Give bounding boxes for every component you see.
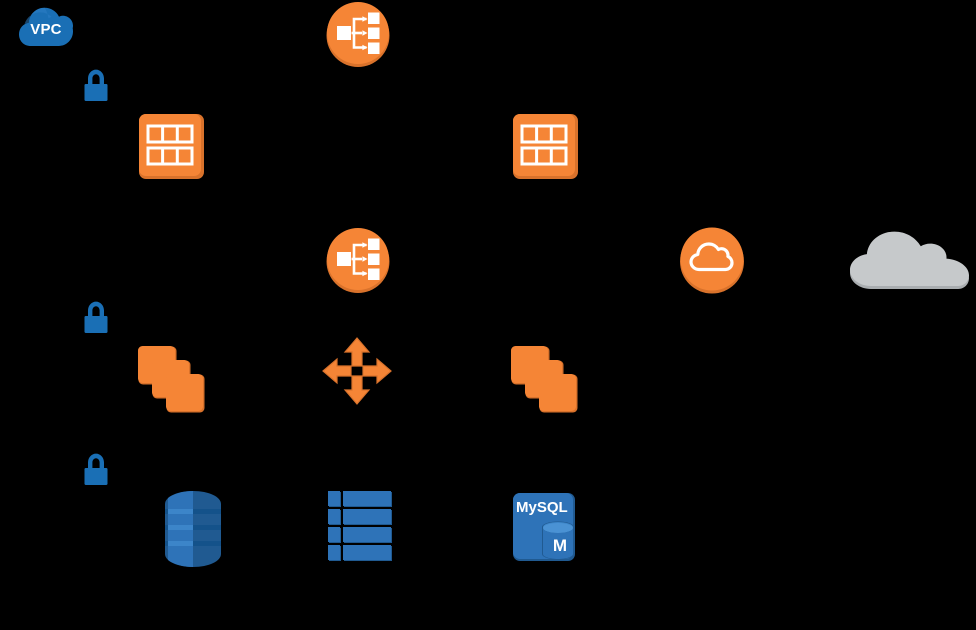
elastic-load-balancer-icon[interactable] (324, 0, 392, 68)
vpc-cloud-icon[interactable]: VPC (18, 2, 74, 50)
vpc-label: VPC (30, 20, 62, 38)
auto-scaling-icon[interactable] (321, 336, 393, 406)
padlock-icon[interactable] (78, 450, 114, 490)
dynamodb-table-icon[interactable] (326, 489, 394, 569)
ec2-instances-icon[interactable] (509, 342, 583, 416)
gray-cloud-icon[interactable] (847, 227, 976, 293)
rds-mysql-sub-label: M (552, 535, 568, 555)
elastic-load-balancer-icon[interactable] (324, 226, 392, 294)
rds-mysql-label: MySQL (516, 498, 568, 516)
orange-cloud-icon[interactable] (677, 225, 747, 295)
dynamodb-icon[interactable] (157, 489, 229, 569)
subnet-icon[interactable] (511, 112, 581, 182)
subnet-icon[interactable] (137, 112, 207, 182)
padlock-icon[interactable] (78, 66, 114, 106)
rds-mysql-icon[interactable]: MySQL M (511, 491, 577, 565)
padlock-icon[interactable] (78, 298, 114, 338)
ec2-instances-icon[interactable] (136, 342, 210, 416)
